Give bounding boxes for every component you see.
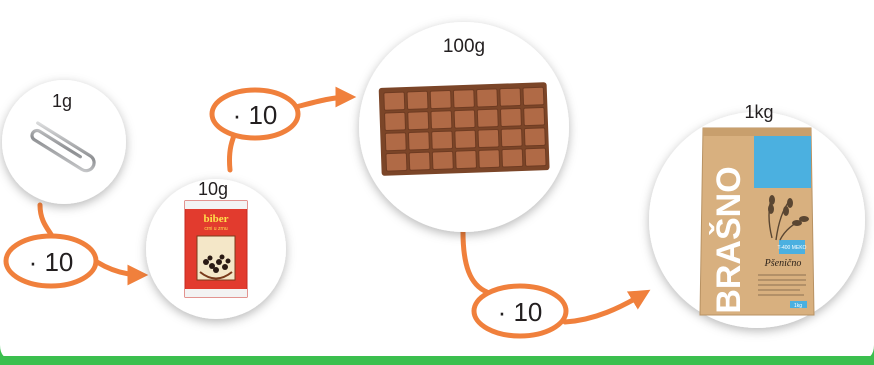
- pepper-packet-image: biber crni u zrnu: [185, 201, 247, 297]
- chocolate-square: [431, 111, 452, 129]
- packet-subtitle: crni u zrnu: [204, 226, 228, 232]
- chocolate-square: [408, 112, 429, 130]
- chocolate-bar-image: [379, 82, 550, 176]
- arrow-100g-to-1kg: [463, 232, 487, 292]
- chocolate-square: [384, 92, 405, 110]
- item-chocolate-bar: 100g: [359, 22, 569, 232]
- packet-brand: biber: [203, 213, 228, 225]
- multiplier-3-label: · 10: [498, 297, 543, 327]
- chocolate-square: [455, 130, 476, 148]
- chocolate-square: [456, 151, 477, 169]
- chocolate-square: [477, 109, 498, 127]
- chocolate-square: [477, 89, 498, 107]
- item-chocolate-bar-label: 100g: [443, 36, 485, 57]
- item-flour-bag: 1kg T-400 MEKO BRAŠNO Pšenično: [649, 102, 865, 328]
- chocolate-square: [386, 153, 407, 171]
- flour-type: T-400 MEKO: [778, 245, 807, 251]
- multiplier-2-label: · 10: [233, 100, 278, 130]
- flour-weight: 1kg: [794, 303, 802, 309]
- chocolate-square: [523, 87, 544, 105]
- chocolate-square: [500, 108, 521, 126]
- multiplier-2: · 10: [212, 90, 298, 138]
- item-pepper-packet: 10g biber crni u zrnu: [146, 179, 286, 319]
- multiplier-3: · 10: [474, 286, 566, 336]
- multiplier-1-label: · 10: [29, 247, 74, 277]
- flour-variety: Pšenično: [764, 258, 802, 269]
- chocolate-square: [500, 88, 521, 106]
- chocolate-square: [408, 132, 429, 150]
- chocolate-square: [524, 128, 545, 146]
- chocolate-square: [432, 131, 453, 149]
- chocolate-square: [430, 90, 451, 108]
- chocolate-square: [478, 129, 499, 147]
- chocolate-square: [524, 107, 545, 125]
- chocolate-square: [454, 110, 475, 128]
- multiplier-1: · 10: [6, 236, 96, 286]
- item-flour-bag-label: 1kg: [744, 102, 773, 122]
- chocolate-square: [385, 112, 406, 130]
- chocolate-square: [453, 90, 474, 108]
- chocolate-square: [432, 151, 453, 169]
- item-pepper-packet-label: 10g: [198, 179, 228, 199]
- chocolate-square: [501, 129, 522, 147]
- flour-bag-image: T-400 MEKO BRAŠNO Pšenično 1kg: [700, 128, 814, 315]
- chocolate-square: [525, 148, 546, 166]
- chocolate-square: [407, 91, 428, 109]
- chocolate-square: [409, 152, 430, 170]
- chocolate-square: [502, 149, 523, 167]
- flour-brand: BRAŠNO: [709, 166, 748, 313]
- item-paperclip-label: 1g: [52, 91, 72, 111]
- chocolate-square: [479, 150, 500, 168]
- chocolate-square: [385, 133, 406, 151]
- item-paperclip: 1g: [2, 80, 126, 204]
